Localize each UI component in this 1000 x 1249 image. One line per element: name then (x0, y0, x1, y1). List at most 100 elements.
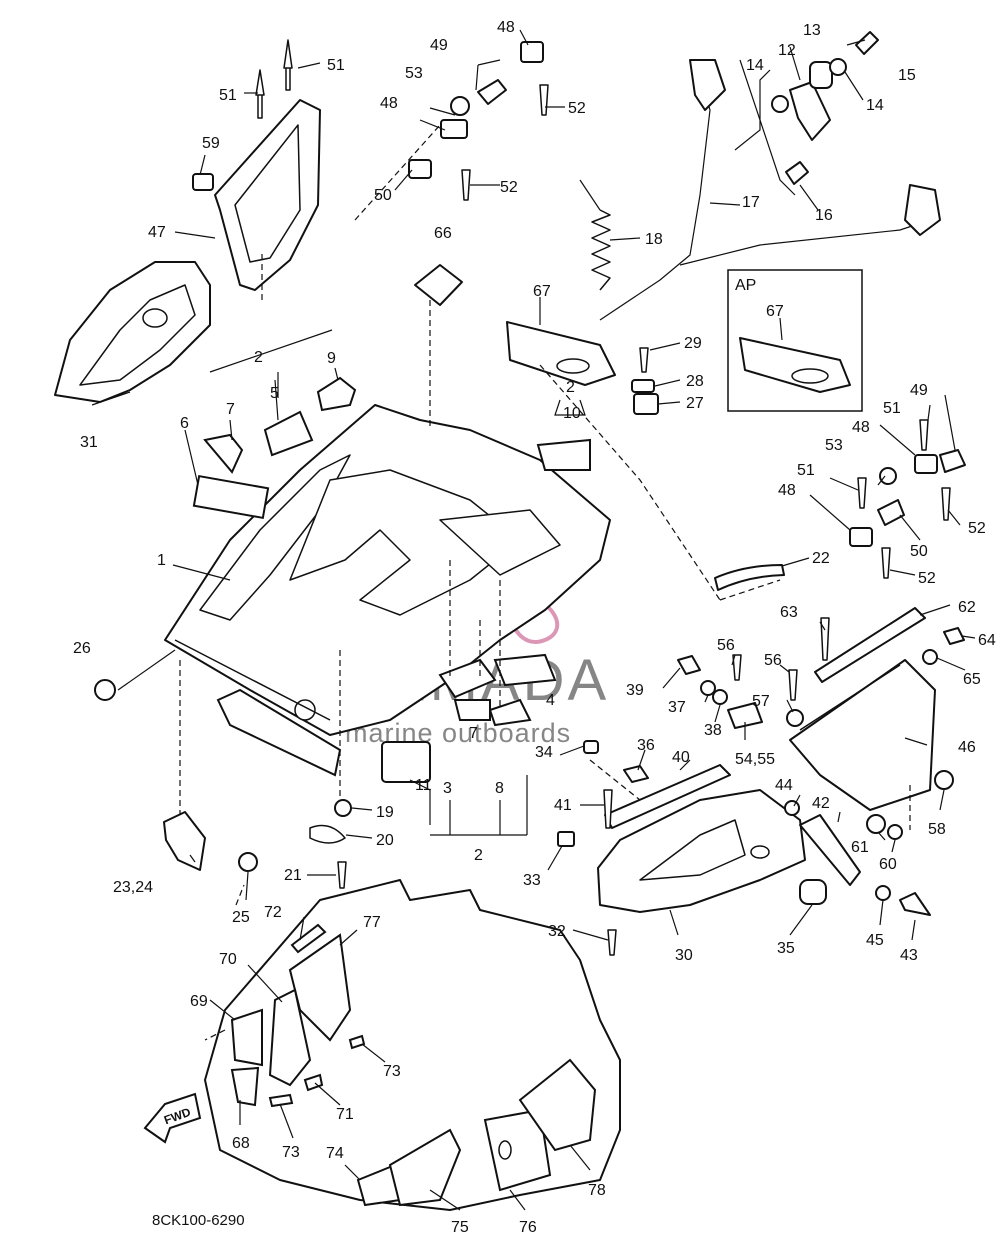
callout-c48b: 48 (497, 19, 515, 36)
callout-c47: 47 (148, 224, 166, 241)
callout-c4: 4 (546, 692, 555, 709)
part-27-block (633, 393, 659, 415)
part-67-gasket-ap-hole (791, 368, 829, 384)
part-70-pad (268, 988, 312, 1087)
part-7-foam-strip-lower (453, 699, 491, 721)
callout-c59: 59 (202, 135, 220, 152)
callout-c62: 62 (958, 599, 976, 616)
callout-c63: 63 (780, 604, 798, 621)
callout-c12: 12 (778, 42, 796, 59)
callout-c18: 18 (645, 231, 663, 248)
part-16-screw (785, 161, 809, 185)
part-73-strip-a (348, 1034, 366, 1050)
callout-c56a: 56 (717, 637, 735, 654)
part-49-bracket-b (939, 449, 966, 473)
callout-c68: 68 (232, 1135, 250, 1152)
part-60-washer (887, 824, 903, 840)
callout-c11: 11 (415, 777, 432, 794)
leader-lines (91, 29, 976, 1211)
part-53-nut-a (450, 96, 470, 116)
callout-c28: 28 (686, 373, 704, 390)
part-32-bolt (607, 929, 617, 956)
part-5-foam-block (263, 410, 314, 457)
callout-c32: 32 (548, 923, 566, 940)
callout-c2a: 2 (254, 349, 263, 366)
callout-c23: 23,24 (113, 879, 153, 896)
part-2-foam-rim (216, 688, 342, 777)
part-56-rivet-a (732, 654, 742, 681)
callout-c21: 21 (284, 867, 302, 884)
part-63-rivet (820, 617, 830, 661)
part-15-screw (855, 31, 879, 55)
callout-c7a: 7 (226, 401, 235, 418)
callout-c48c: 48 (852, 419, 870, 436)
part-37-washer (700, 680, 716, 696)
part-38-washer (712, 689, 728, 705)
callout-c25: 25 (232, 909, 250, 926)
part-52-bolt-c (941, 487, 951, 521)
callout-c49b: 49 (910, 382, 928, 399)
callout-c52b: 52 (500, 179, 518, 196)
callout-c52c: 52 (968, 520, 986, 537)
part-58-grommet (934, 770, 954, 790)
callout-c42: 42 (812, 795, 830, 812)
part-78-pad (518, 1058, 597, 1152)
part-64-screw (943, 627, 965, 645)
part-11-foam-block (381, 741, 431, 783)
callout-c76: 76 (519, 1219, 537, 1236)
callout-c45: 45 (866, 932, 884, 949)
callout-c51b: 51 (327, 57, 345, 74)
fwd-arrow-icon: FWD (143, 1092, 202, 1144)
callout-c50a: 50 (374, 187, 392, 204)
part-22-hose (714, 564, 785, 591)
callout-c46: 46 (958, 739, 976, 756)
part-7-foam-block-upper (203, 433, 244, 474)
callout-c6: 6 (180, 415, 189, 432)
ap-variant-box: AP (727, 269, 863, 412)
part-65-washer (922, 649, 938, 665)
part-52-bolt-a (461, 169, 471, 201)
part-3-foam-strip (438, 658, 497, 699)
part-34-grommet (583, 740, 599, 754)
part-48-bracket-c (914, 454, 938, 474)
part-51-rivet-right (283, 39, 293, 91)
callout-c9: 9 (327, 350, 336, 367)
part-75-pad (388, 1128, 462, 1207)
part-30-air-duct (597, 789, 806, 913)
callout-c61: 61 (851, 839, 869, 856)
part-10-foam-block (536, 438, 591, 471)
part-36-bolt (623, 765, 649, 783)
callout-c5: 5 (270, 385, 279, 402)
assembly-dashed-lines (179, 124, 911, 1041)
part-50-fastener-a (408, 159, 432, 179)
part-73-strip-b (268, 1093, 294, 1108)
callout-c70: 70 (219, 951, 237, 968)
callout-c66: 66 (434, 225, 452, 242)
part-25-grommet (238, 852, 258, 872)
part-18-spring (591, 209, 611, 291)
callout-c69: 69 (190, 993, 208, 1010)
callout-c58: 58 (928, 821, 946, 838)
part-51-rivet-d (857, 477, 867, 509)
part-26-bolt (94, 679, 116, 701)
callout-c2c: 2 (474, 847, 483, 864)
part-61-collar (866, 814, 886, 834)
callout-c67a: 67 (533, 283, 551, 300)
callout-c31: 31 (80, 434, 98, 451)
part-4-foam-strip (493, 653, 557, 687)
part-20-clip (309, 824, 346, 844)
part-52-bolt-b (539, 84, 549, 116)
part-48-bracket-d (849, 527, 873, 547)
part-67-gasket (506, 321, 616, 386)
callout-c41: 41 (554, 797, 572, 814)
callout-c19: 19 (376, 804, 394, 821)
part-43-screw (899, 892, 931, 916)
part-33-clip (557, 831, 575, 847)
part-14-washer-right (829, 58, 847, 76)
callout-c30: 30 (675, 947, 693, 964)
callout-c73a: 73 (383, 1063, 401, 1080)
part-12-lever (789, 81, 831, 141)
part-66-pad (414, 264, 463, 306)
